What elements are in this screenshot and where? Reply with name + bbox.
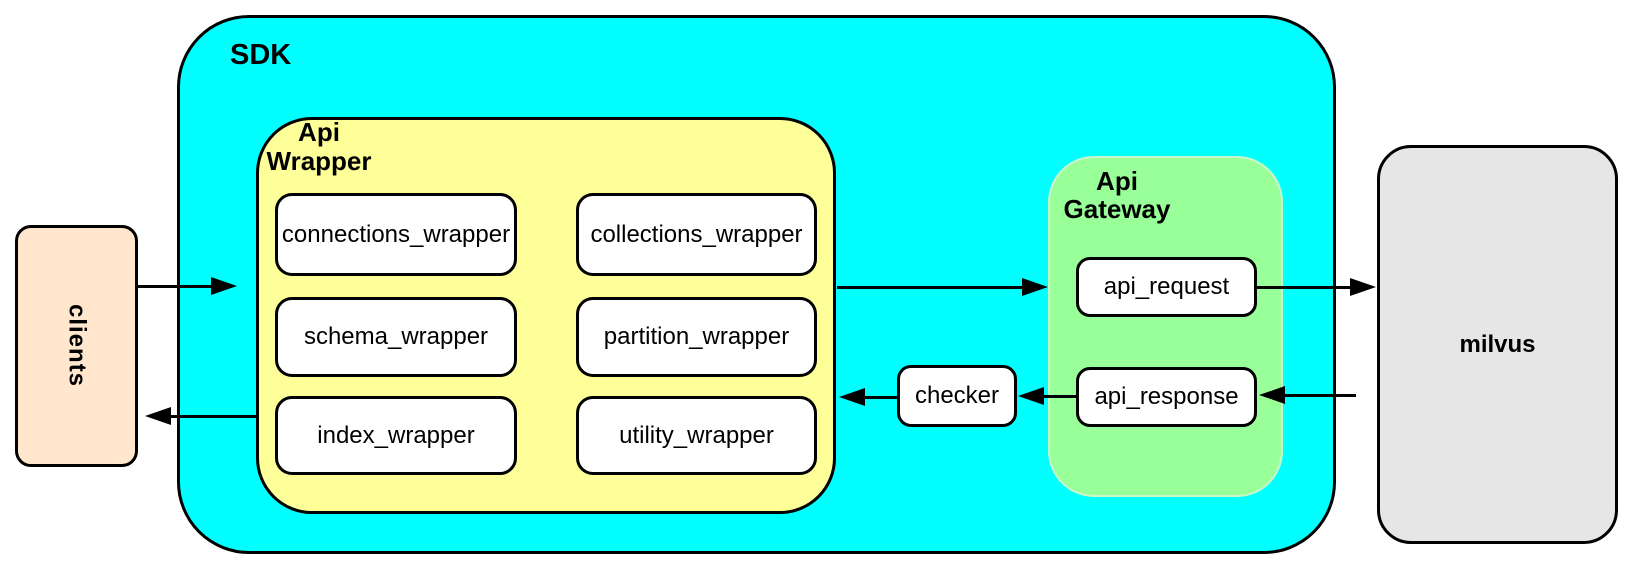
connections-wrapper-node: connections_wrapper	[275, 193, 517, 276]
api-wrapper-title-line2: Wrapper	[266, 146, 372, 176]
milvus-node: milvus	[1377, 145, 1618, 544]
arrow-milvus-to-response-head	[1259, 386, 1285, 404]
sdk-label: SDK	[230, 39, 292, 71]
arrow-clients-to-sdk-line	[138, 285, 212, 288]
arrow-wrapper-to-clients-line	[169, 415, 256, 418]
api-gateway-title: Api Gateway	[1048, 167, 1186, 223]
utility-wrapper-node: utility_wrapper	[576, 396, 817, 475]
api-wrapper-title-line1: Api	[298, 117, 340, 147]
arrow-checker-to-wrapper-line	[864, 396, 897, 399]
arrow-request-to-milvus-head	[1350, 278, 1376, 296]
api-gateway-title-line2: Gateway	[1063, 194, 1171, 224]
arrow-wrapper-to-clients-head	[145, 407, 171, 425]
clients-node: clients	[15, 225, 138, 467]
arrow-request-to-milvus-line	[1257, 286, 1351, 289]
checker-node: checker	[897, 365, 1017, 427]
api-wrapper-title: Api Wrapper	[256, 118, 382, 176]
api-request-node: api_request	[1076, 257, 1257, 317]
arrow-response-to-checker-line	[1043, 395, 1076, 398]
api-gateway-title-line1: Api	[1096, 166, 1138, 196]
arrow-wrapper-to-gateway-line	[837, 286, 1023, 289]
arrow-milvus-to-response-line	[1284, 394, 1356, 397]
arrow-clients-to-sdk-head	[211, 277, 237, 295]
api-gateway-container	[1048, 156, 1283, 497]
arrow-checker-to-wrapper-head	[839, 388, 865, 406]
collections-wrapper-node: collections_wrapper	[576, 193, 817, 276]
clients-label: clients	[63, 304, 91, 388]
arrow-response-to-checker-head	[1018, 387, 1044, 405]
arrow-wrapper-to-gateway-head	[1022, 278, 1048, 296]
index-wrapper-node: index_wrapper	[275, 396, 517, 475]
schema-wrapper-node: schema_wrapper	[275, 297, 517, 377]
partition-wrapper-node: partition_wrapper	[576, 297, 817, 377]
api-response-node: api_response	[1076, 367, 1257, 427]
